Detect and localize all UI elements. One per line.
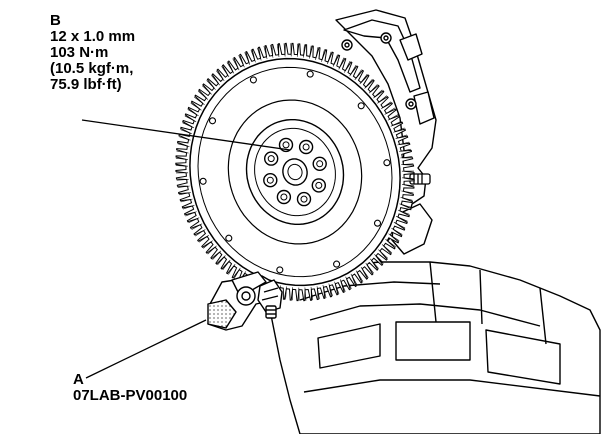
torque-callout-b: B 12 x 1.0 mm 103 N·m (10.5 kgf·m, 75.9 … [50,13,135,93]
leader-line-a [86,320,206,378]
block-boss-3-inner [409,102,413,106]
crank-bolt-center [281,194,287,200]
callout-b-torque-lbfft: 75.9 lbf·ft) [50,77,135,93]
crank-bolt-center [267,177,273,183]
callout-b-torque-nm: 103 N·m [50,45,135,61]
crank-bolt-center [317,161,323,167]
crank-bolt-center [301,196,307,202]
rim-hole [277,267,283,273]
rim-hole [226,235,232,241]
crank-bolt-center [268,156,274,162]
callout-a-letter: A [73,372,187,388]
crank-bolt-center [303,144,309,150]
rim-hole [307,71,313,77]
rim-hole [384,160,390,166]
rim-hole [250,77,256,83]
callout-a-part-number: 07LAB-PV00100 [73,388,187,404]
callout-b-torque-kgfm: (10.5 kgf·m, [50,61,135,77]
housing-pocket-2 [396,322,470,360]
tool-callout-a: A 07LAB-PV00100 [73,372,187,404]
crank-bolt-center [316,182,322,188]
rim-hole [358,103,364,109]
callout-b-letter: B [50,13,135,29]
rim-hole [375,220,381,226]
rim-hole [334,261,340,267]
block-boss-1-inner [345,43,349,47]
tool-stud [266,306,276,318]
crank-bolt-center [283,142,289,148]
callout-b-bolt-size: 12 x 1.0 mm [50,29,135,45]
block-boss-2-inner [384,36,388,40]
rim-hole [200,178,206,184]
rim-hole [210,118,216,124]
tool-bolt-center [242,292,250,300]
pilot-bore [283,159,307,185]
flywheel [176,43,414,300]
flywheel-holder-tool [208,272,282,330]
